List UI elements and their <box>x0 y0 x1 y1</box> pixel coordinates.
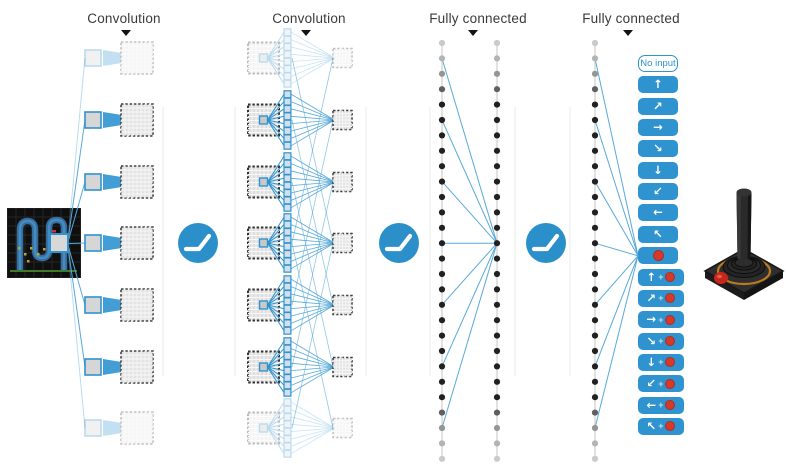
action-up: ↑ <box>638 76 678 94</box>
action-up-right-fire: ↗+ <box>638 289 684 307</box>
action-down-fire: ↓+ <box>638 353 684 371</box>
action-down-right: ↘ <box>638 140 678 158</box>
action-arrow-icon: ↙ <box>646 376 657 391</box>
action-right-fire: →+ <box>638 311 684 329</box>
action-right: → <box>638 119 678 137</box>
conv2-layer <box>247 28 353 458</box>
plus-sign: + <box>658 421 664 432</box>
fire-dot-icon <box>652 250 664 262</box>
fc-neuron-column-1 <box>438 39 446 462</box>
plus-sign: + <box>658 272 664 282</box>
fire-dot-icon <box>665 336 676 347</box>
action-up-right: ↗ <box>638 97 678 115</box>
header-arrow-icon <box>121 30 131 36</box>
plus-sign: + <box>658 336 664 347</box>
action-down-left: ↙ <box>638 183 678 201</box>
fire-dot-icon <box>665 357 676 368</box>
action-arrow-icon: ↓ <box>653 162 663 177</box>
plus-sign: + <box>658 293 664 304</box>
action-arrow-icon: ← <box>646 397 657 412</box>
conv1-layer <box>84 41 154 445</box>
header-convolution-2: Convolution <box>272 11 346 26</box>
action-down-right-fire: ↘+ <box>638 332 684 350</box>
header-arrow-icon <box>623 30 633 36</box>
action-output-list: No input↑↗→↘↓↙←↖↑+↗+→+↘+↓+↙+←+↖+ <box>638 55 688 455</box>
fire-dot-icon <box>665 272 676 282</box>
fc1-lines <box>441 58 498 429</box>
joystick-fire-button <box>714 272 728 284</box>
action-up-fire: ↑+ <box>638 268 684 286</box>
header-arrow-icon <box>468 30 478 36</box>
action-no-input: No input <box>638 55 678 72</box>
game-screen-image <box>7 208 81 278</box>
fc2-lines <box>594 58 639 429</box>
action-arrow-icon: ↗ <box>653 98 663 113</box>
action-down: ↓ <box>638 161 678 179</box>
game-path-highlight <box>18 218 66 270</box>
joystick-image <box>703 188 785 300</box>
action-fire <box>638 247 678 265</box>
action-up-left-fire: ↖+ <box>638 417 684 435</box>
action-arrow-icon: ← <box>653 205 663 220</box>
fire-dot-icon <box>665 421 676 432</box>
fc-neuron-column-2 <box>493 39 501 462</box>
action-up-left: ↖ <box>638 225 678 243</box>
action-arrow-icon: ↘ <box>646 333 657 348</box>
fire-dot-icon <box>665 293 676 304</box>
action-arrow-icon: ↙ <box>653 184 663 199</box>
game-ground-line <box>10 270 77 272</box>
relu-activation-icons <box>178 223 566 263</box>
plus-sign: + <box>658 357 664 368</box>
game-sprite <box>52 230 56 233</box>
action-down-left-fire: ↙+ <box>638 375 684 393</box>
action-arrow-icon: ↑ <box>646 269 657 284</box>
action-arrow-icon: ↑ <box>653 77 663 92</box>
action-arrow-icon: → <box>653 120 663 135</box>
fire-dot-icon <box>665 400 676 411</box>
fire-dot-icon <box>665 378 676 389</box>
fire-dot-icon <box>665 314 676 325</box>
action-arrow-icon: ↗ <box>646 290 657 305</box>
action-arrow-icon: ↖ <box>646 418 657 433</box>
action-arrow-icon: ↖ <box>653 226 663 241</box>
game-pellets <box>18 247 46 263</box>
plus-sign: + <box>658 400 664 411</box>
action-arrow-icon: ↘ <box>653 141 663 156</box>
plus-sign: + <box>658 378 664 389</box>
header-fully-connected-2: Fully connected <box>582 11 680 26</box>
header-convolution-1: Convolution <box>87 11 161 26</box>
header-arrow-icon <box>301 30 311 36</box>
fc-neuron-column-3 <box>591 39 599 462</box>
action-arrow-icon: ↓ <box>646 354 657 369</box>
plus-sign: + <box>658 314 664 325</box>
header-fully-connected-1: Fully connected <box>429 11 527 26</box>
action-arrow-icon: → <box>646 312 657 327</box>
action-left: ← <box>638 204 678 222</box>
action-left-fire: ←+ <box>638 396 684 414</box>
